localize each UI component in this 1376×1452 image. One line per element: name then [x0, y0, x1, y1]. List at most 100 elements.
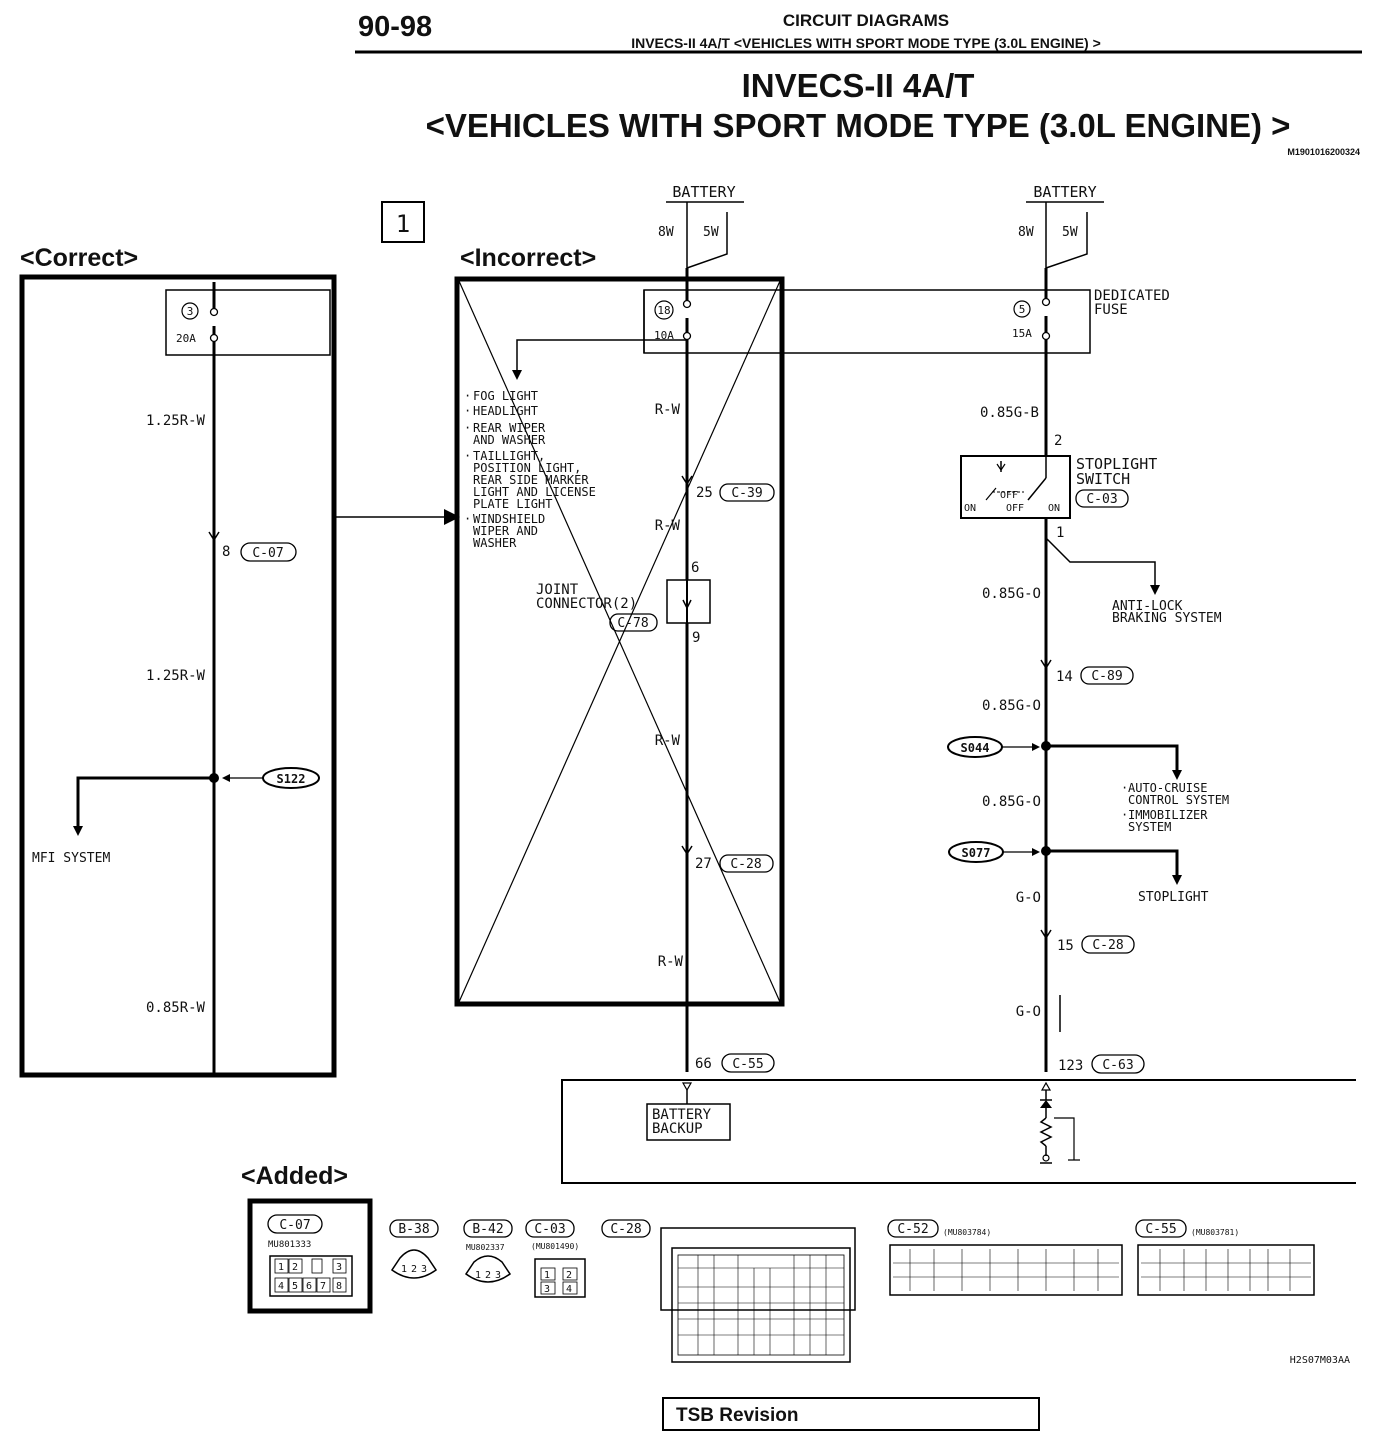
- incorrect-connector2-tag: [719, 854, 774, 873]
- branch-item: FOG LIGHT: [473, 389, 538, 403]
- branch-item: REAR SIDE MARKER: [473, 473, 589, 487]
- abs-branch-wire: [1045, 537, 1156, 585]
- connector-mark: [681, 845, 693, 856]
- battery2-wire-label-3: 0.85G-O: [982, 698, 1041, 714]
- incorrect-connector1-label: C-39: [731, 486, 762, 501]
- joint-connector-label: C-78: [617, 616, 648, 631]
- joint-pin-in: 6: [691, 560, 699, 576]
- added-c03-housing: [534, 1258, 586, 1298]
- joint-label-line2: CONNECTOR(2): [536, 596, 637, 612]
- footer-text: TSB Revision: [676, 1405, 798, 1426]
- arrow-head: [1172, 770, 1182, 780]
- added-c07-housing: [269, 1255, 353, 1297]
- svg-text:4: 4: [566, 1284, 572, 1295]
- battery2-fuse-number-circle: [1013, 300, 1031, 318]
- incorrect-connector1-tag: [719, 483, 775, 502]
- correct-splice-label: S122: [277, 772, 306, 786]
- added-b38-pins: 1 2 3: [401, 1264, 427, 1275]
- correct-wire-label-2: 1.25R-W: [146, 668, 206, 684]
- branch-item: AND WASHER: [473, 433, 546, 447]
- battery2-wire-label-6: G-O: [1016, 1004, 1041, 1020]
- battery2-connector3-label: C-63: [1102, 1058, 1133, 1073]
- svg-text:2: 2: [566, 1270, 572, 1281]
- incorrect-heading: <Incorrect>: [460, 244, 596, 272]
- arrow-head: [1032, 743, 1040, 751]
- resistor-symbol: [1039, 1117, 1053, 1147]
- incorrect-fuse-rating: 10A: [654, 329, 674, 342]
- arrow-head: [512, 370, 522, 380]
- svg-text:3: 3: [495, 1270, 501, 1281]
- battery2-wire-label-1: 0.85G-B: [980, 405, 1039, 421]
- battery2-connector3-tag: [1091, 1054, 1145, 1074]
- added-b38-housing: [390, 1249, 438, 1279]
- added-c55-connector-face: [1137, 1244, 1315, 1296]
- added-c28-tag: [601, 1219, 651, 1238]
- arrow-head: [222, 774, 230, 782]
- added-c55-label: C-55: [1145, 1222, 1176, 1237]
- switch-pin-in: 2: [1054, 433, 1062, 449]
- battery2-fuse-rating: 15A: [1012, 327, 1032, 340]
- svg-text:1: 1: [544, 1270, 550, 1281]
- switch-state-off2: OFF: [1006, 503, 1024, 514]
- added-c52-label: C-52: [897, 1222, 928, 1237]
- correct-fuse-terminal: [209, 333, 219, 343]
- added-c52-connector-face: [889, 1244, 1123, 1296]
- battery1-connector-tag: [721, 1053, 775, 1073]
- dedicated-fuse-line1: DEDICATED: [1094, 288, 1170, 304]
- added-b42-label: B-42: [472, 1222, 503, 1237]
- joint-pin-out: 9: [692, 630, 700, 646]
- comparison-arrow-head: [444, 509, 460, 525]
- battery-backup-line1: BATTERY: [652, 1107, 712, 1123]
- correct-wire-label-3: 0.85R-W: [146, 1000, 206, 1016]
- splice2-branch-wire: [1046, 849, 1179, 875]
- branch-item: LIGHT AND LICENSE: [473, 485, 596, 499]
- svg-text:·: ·: [464, 449, 471, 463]
- main-title-line1: INVECS-II 4A/T: [742, 67, 975, 104]
- section-subtitle: INVECS-II 4A/T <VEHICLES WITH SPORT MODE…: [631, 35, 1101, 51]
- ground-symbol: [1054, 1117, 1080, 1161]
- splice2-branch-label: STOPLIGHT: [1138, 890, 1209, 905]
- svg-text:·: ·: [464, 404, 471, 418]
- switch-connector-tag: [1075, 489, 1129, 508]
- incorrect-connector2-pin: 27: [695, 856, 712, 872]
- added-c03-label: C-03: [534, 1222, 565, 1237]
- added-c52-tag: [887, 1219, 939, 1238]
- correct-wire-label-1: 1.25R-W: [146, 413, 206, 429]
- battery2-label: BATTERY: [1033, 183, 1096, 201]
- battery2-wire-label-2: 0.85G-O: [982, 586, 1041, 602]
- joint-connector-box: [666, 579, 711, 624]
- branch-item: WIPER AND: [473, 524, 538, 538]
- battery1-rating-a: 8W: [658, 225, 674, 240]
- branch-item: HEADLIGHT: [473, 404, 538, 418]
- battery1-label: BATTERY: [672, 183, 735, 201]
- connector-mark: [208, 531, 220, 542]
- correct-panel-frame: [19, 274, 337, 1078]
- svg-text:3: 3: [336, 1262, 342, 1273]
- added-b42-tag: [463, 1219, 513, 1238]
- correct-fuse-rating: 20A: [176, 332, 196, 345]
- arrow-head: [1172, 875, 1182, 885]
- battery2-connector1-label: C-89: [1091, 669, 1122, 684]
- incorrect-branch-list: ·FOG LIGHT ·HEADLIGHT ·REAR WIPER AND WA…: [464, 389, 596, 550]
- footer-box: [662, 1397, 1040, 1431]
- dedicated-fuse-line2: FUSE: [1094, 302, 1128, 318]
- switch-pin-out: 1: [1056, 525, 1064, 541]
- switch-connector-label: C-03: [1086, 492, 1117, 507]
- correct-branch-label: MFI SYSTEM: [32, 851, 110, 866]
- svg-text:5: 5: [292, 1281, 298, 1292]
- abs-label-line2: BRAKING SYSTEM: [1112, 611, 1222, 626]
- added-b42-pins: 1 2 3: [475, 1270, 501, 1281]
- added-c28-label: C-28: [610, 1222, 641, 1237]
- svg-text:·: ·: [464, 389, 471, 403]
- battery2-connector2-pin: 15: [1057, 938, 1074, 954]
- battery2-connector3-pin: 123: [1058, 1058, 1083, 1074]
- branch-item: PLATE LIGHT: [473, 497, 552, 511]
- correct-fuse-number-circle: [181, 302, 199, 320]
- incorrect-wire-label-2: R-W: [655, 518, 681, 534]
- switch-state-on-right: ON: [1048, 503, 1060, 514]
- incorrect-wire-label-1: R-W: [655, 402, 681, 418]
- connector-mark: [1040, 659, 1052, 670]
- branch-item: WASHER: [473, 536, 517, 550]
- incorrect-connector2-label: C-28: [730, 857, 761, 872]
